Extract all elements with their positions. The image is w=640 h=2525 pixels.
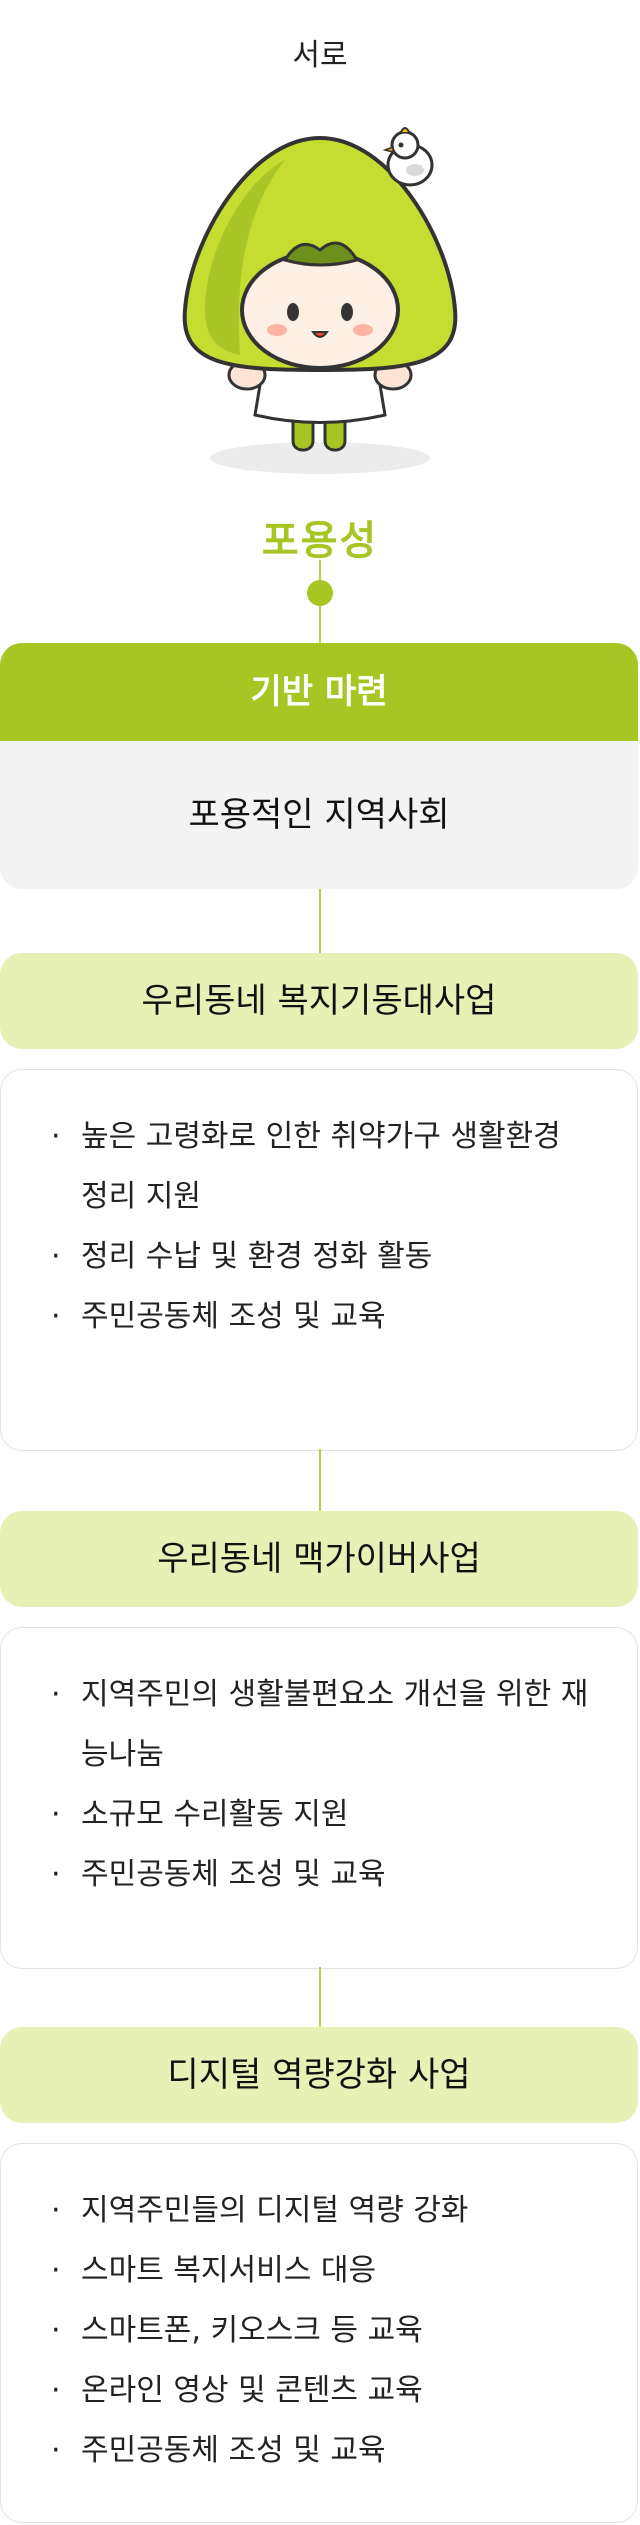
mascot-leaf xyxy=(282,241,360,267)
bullet-icon: · xyxy=(51,2193,61,2228)
bullet-icon: · xyxy=(51,1797,61,1832)
bullet-icon: · xyxy=(51,2373,61,2408)
mascot-shadow xyxy=(210,442,430,474)
connector-line xyxy=(319,1449,321,1511)
connector-line xyxy=(319,1967,321,2027)
program-title: 우리동네 맥가이버사업 xyxy=(0,1511,638,1607)
mascot-face xyxy=(240,250,400,370)
base-card: 기반 마련 포용적인 지역사회 xyxy=(0,643,638,889)
bullet-icon: · xyxy=(51,1119,61,1154)
list-item: · 소규모 수리활동 지원 xyxy=(51,1785,591,1845)
bullet-icon: · xyxy=(51,1239,61,1274)
bullet-icon: · xyxy=(51,2433,61,2468)
list-item: · 온라인 영상 및 콘텐츠 교육 xyxy=(51,2361,591,2421)
bullet-icon: · xyxy=(51,2313,61,2348)
bullet-icon: · xyxy=(51,1677,61,1712)
program-box: · 지역주민의 생활불편요소 개선을 위한 재능나눔 · 소규모 수리활동 지원… xyxy=(0,1627,638,1969)
mascot-illustration xyxy=(182,127,458,474)
direction-label: 서로 xyxy=(292,38,348,73)
connector-line xyxy=(319,606,321,643)
timeline-dot xyxy=(307,580,333,606)
connector-line xyxy=(319,560,321,580)
bullet-icon: · xyxy=(51,2253,61,2288)
list-item: · 주민공동체 조성 및 교육 xyxy=(51,1845,591,1905)
program-title: 우리동네 복지기동대사업 xyxy=(0,953,638,1049)
bullet-icon: · xyxy=(51,1299,61,1334)
base-label: 기반 마련 xyxy=(0,643,638,741)
program-box: · 높은 고령화로 인한 취약가구 생활환경 정리 지원 · 정리 수납 및 환… xyxy=(0,1069,638,1451)
bullet-icon: · xyxy=(51,1857,61,1892)
list-item: · 지역주민들의 디지털 역량 강화 xyxy=(51,2181,591,2241)
list-item: · 높은 고령화로 인한 취약가구 생활환경 정리 지원 xyxy=(51,1107,591,1227)
list-item: · 스마트폰, 키오스크 등 교육 xyxy=(51,2301,591,2361)
connector-line xyxy=(319,889,321,953)
base-goal: 포용적인 지역사회 xyxy=(188,795,450,835)
list-item: · 정리 수납 및 환경 정화 활동 xyxy=(51,1227,591,1287)
program-title: 디지털 역량강화 사업 xyxy=(0,2027,638,2123)
list-item: · 지역주민의 생활불편요소 개선을 위한 재능나눔 xyxy=(51,1665,591,1785)
mascot-bird xyxy=(382,127,434,187)
list-item: · 스마트 복지서비스 대응 xyxy=(51,2241,591,2301)
category-title: 포용성 xyxy=(261,518,379,564)
list-item: · 주민공동체 조성 및 교육 xyxy=(51,1287,591,1347)
program-box: · 지역주민들의 디지털 역량 강화 · 스마트 복지서비스 대응 · 스마트폰… xyxy=(0,2143,638,2523)
list-item: · 주민공동체 조성 및 교육 xyxy=(51,2421,591,2481)
